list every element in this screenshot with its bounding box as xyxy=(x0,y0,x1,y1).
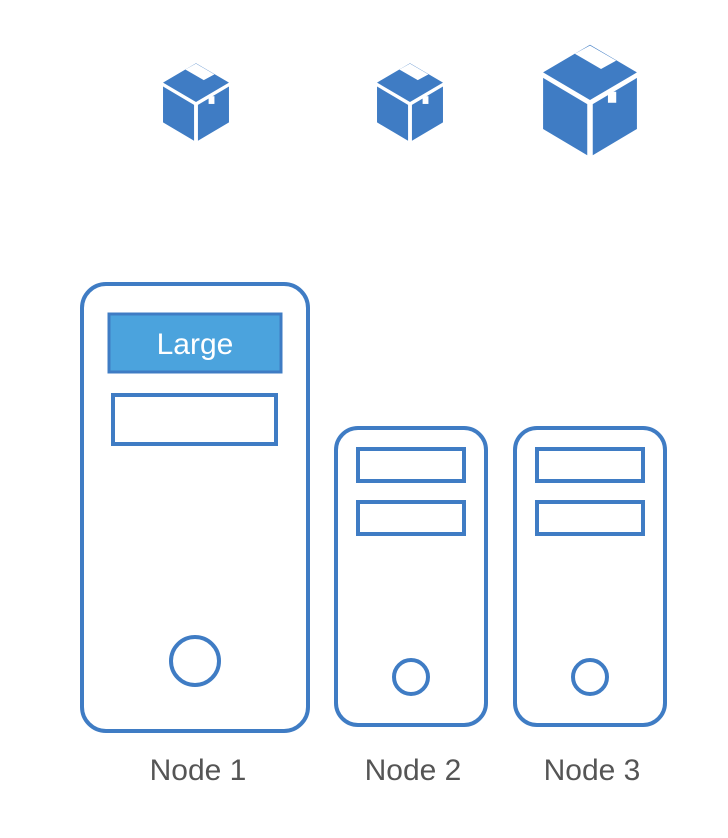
slot-empty xyxy=(356,500,466,536)
slot-empty xyxy=(535,447,645,483)
slot-empty xyxy=(535,500,645,536)
node-1: Large Node 1 xyxy=(80,282,310,787)
node-label: Node 1 xyxy=(150,754,247,787)
power-button xyxy=(169,635,221,687)
package-box-icon xyxy=(377,63,443,141)
slot-large xyxy=(107,312,283,374)
node-label: Node 3 xyxy=(544,754,641,787)
packages-row xyxy=(163,44,637,156)
server-tower-icon xyxy=(80,282,310,733)
power-button xyxy=(571,658,609,696)
slot-empty xyxy=(111,393,278,446)
slot-label: Large xyxy=(157,328,234,361)
slot-empty xyxy=(356,447,466,483)
package-box-icon xyxy=(543,44,637,156)
power-button xyxy=(392,658,430,696)
package-box-icon xyxy=(163,63,229,141)
server-tower-icon xyxy=(334,426,488,727)
node-2: Node 2 xyxy=(334,426,488,787)
node-label: Node 2 xyxy=(365,754,462,787)
server-tower-icon xyxy=(513,426,667,727)
node-3: Node 3 xyxy=(513,426,667,787)
